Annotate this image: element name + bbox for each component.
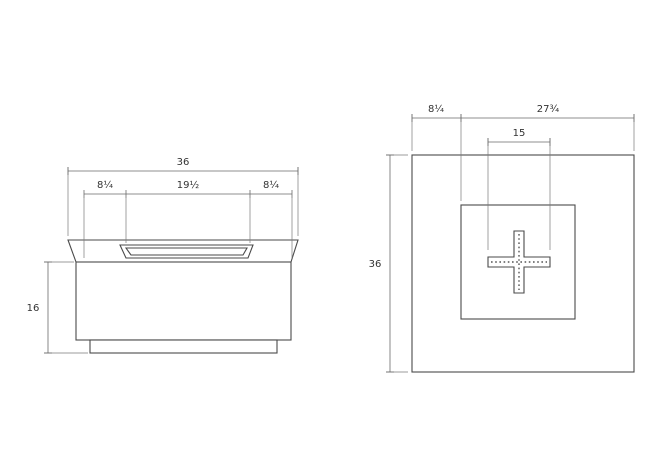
burner-opening-inner-rim <box>124 247 248 256</box>
dim-label-edge-to-inner: 8¼ <box>428 103 444 115</box>
plan-side-dimension: 36 <box>369 154 408 373</box>
dim-label-height: 16 <box>27 303 40 314</box>
dim-label-total-width: 36 <box>177 157 190 168</box>
front-opening-dimension-row: 8¼ 19½ 8¼ <box>83 179 293 258</box>
fire-pit-base-plinth <box>89 339 278 354</box>
dim-label-inner-to-edge: 27¾ <box>537 104 560 115</box>
dim-label-burner-width: 15 <box>513 128 526 139</box>
top-plan-view: 8¼ 27¾ 15 36 <box>369 103 635 373</box>
front-height-dimension: 16 <box>27 261 88 354</box>
fire-pit-body <box>75 261 292 341</box>
fire-pit-top-face <box>67 239 299 263</box>
burner-cross <box>487 230 551 294</box>
plan-inner-opening-square <box>460 204 576 320</box>
plan-view-object <box>411 154 635 373</box>
plan-outer-square <box>411 154 635 373</box>
front-view-object <box>67 239 299 354</box>
front-elevation-view: 36 8¼ 19½ 8¼ <box>27 157 299 354</box>
front-total-width-dimension: 36 <box>67 157 299 236</box>
dim-label-right-inset: 8¼ <box>263 179 279 191</box>
dim-label-side-length: 36 <box>369 259 382 270</box>
dim-label-left-inset: 8¼ <box>97 179 113 191</box>
plan-burner-width-dimension: 15 <box>487 128 551 250</box>
plan-top-dimension-row: 8¼ 27¾ <box>411 103 635 201</box>
dim-label-opening-width: 19½ <box>177 179 200 191</box>
burner-opening-outer-rim <box>119 244 254 259</box>
